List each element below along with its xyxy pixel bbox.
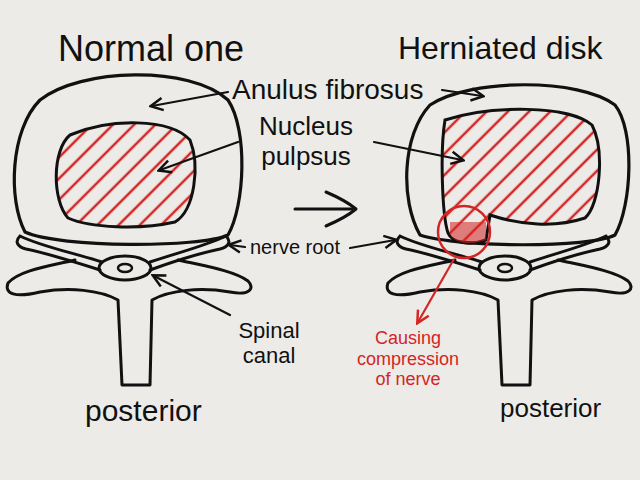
transition-arrow xyxy=(295,192,356,226)
part-label: Nucleus pulpsus xyxy=(240,112,372,172)
normal-disk xyxy=(7,75,251,385)
part-label: nerve root xyxy=(250,236,340,259)
direction-label: posterior xyxy=(500,394,601,424)
direction-label: posterior xyxy=(85,394,202,429)
annotation-note: Causing compression of nerve xyxy=(352,328,464,390)
leader-lines xyxy=(152,90,482,315)
part-label: Anulus fibrosus xyxy=(232,74,423,106)
part-label: Spinal canal xyxy=(226,318,312,369)
red-leader-line xyxy=(418,259,454,322)
panel-heading: Normal one xyxy=(58,28,244,69)
panel-heading: Herniated disk xyxy=(398,30,603,67)
